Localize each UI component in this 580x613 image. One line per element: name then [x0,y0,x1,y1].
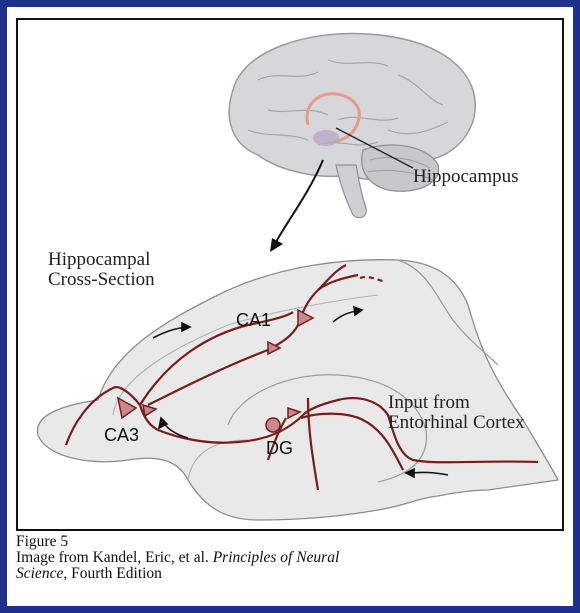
ca1-label: CA1 [236,310,271,331]
cross-section-label-line1: Hippocampal [48,249,150,270]
book-title-part2: Science, [16,565,67,582]
input-label-line1: Input from [388,392,470,413]
ca3-label: CA3 [104,425,139,446]
hippocampus-label: Hippocampus [413,166,519,187]
dg-neuron [266,418,280,432]
dg-label: DG [266,438,293,459]
figure-panel: Hippocampus Hippocampal Cross-Section CA… [16,18,564,531]
book-title-part1: Principles of Neural [213,549,340,566]
input-label-line2: Entorhinal Cortex [388,412,525,433]
caption-edition: Fourth Edition [67,565,162,582]
cross-section-illustration [37,260,558,520]
figure-number: Figure 5 [16,534,564,550]
cross-section-label-line2: Cross-Section [48,269,155,290]
brain-illustration [229,33,475,252]
caption-source-prefix: Image from Kandel, Eric, et al. [16,549,213,566]
caption-citation-line2: Science, Fourth Edition [16,566,564,582]
figure-caption: Figure 5 Image from Kandel, Eric, et al.… [16,534,564,582]
caption-citation-line1: Image from Kandel, Eric, et al. Principl… [16,550,564,566]
